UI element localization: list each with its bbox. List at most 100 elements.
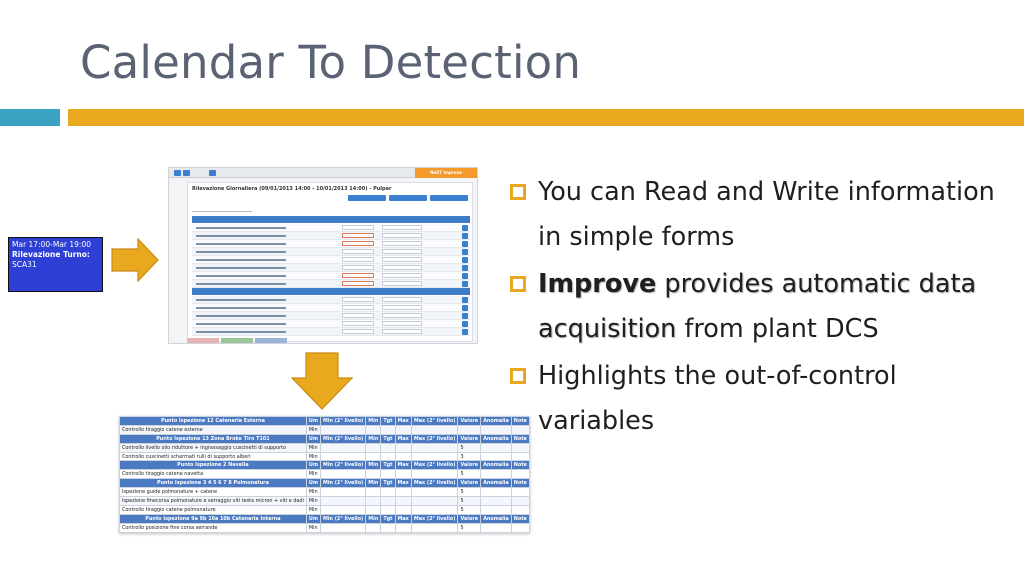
row-min (365, 451, 382, 462)
row-item: Controllo posizione fine corsa serrande (119, 522, 307, 533)
row-item: Controllo tiraggio catene navetta (119, 469, 307, 480)
row-max (394, 504, 412, 515)
form-row (192, 224, 470, 232)
bullet-item: Improve provides automatic data acquisit… (510, 262, 1010, 351)
row-anomalia (480, 469, 512, 480)
row-tgt (380, 496, 396, 506)
bullet-text: You can Read and Write information in si… (538, 177, 995, 252)
row-min2 (319, 469, 367, 480)
table-row[interactable]: Controllo livello olio riduttore + ingra… (119, 442, 530, 453)
row-min2 (319, 442, 367, 453)
form-action-button (389, 195, 427, 201)
form-row (192, 280, 470, 288)
row-max2 (410, 442, 459, 453)
row-valore[interactable]: 5 (457, 487, 482, 498)
row-max2 (410, 504, 459, 515)
column-header: Min (2° livello) (319, 478, 367, 489)
column-header: Min (2° livello) (319, 433, 367, 444)
row-item: Controllo tiraggio catene esterne (119, 424, 307, 435)
row-note[interactable] (510, 451, 530, 462)
row-valore[interactable]: 5 (457, 469, 482, 480)
row-min (365, 424, 382, 435)
row-min (365, 469, 382, 480)
row-note[interactable] (510, 487, 530, 498)
section-name: Punto Ispezione 2 Navella (119, 460, 307, 471)
bullet-square-icon (510, 368, 526, 384)
row-tgt (380, 504, 396, 515)
row-min2 (319, 504, 367, 515)
row-item: Controllo livello olio riduttore + ingra… (119, 442, 307, 453)
row-max2 (410, 496, 459, 506)
row-um: Min (305, 451, 321, 462)
column-header: Valore (457, 478, 482, 489)
row-max (394, 451, 412, 462)
row-min (365, 504, 382, 515)
row-max2 (410, 469, 459, 480)
table-row[interactable]: Ispezione finecorsa polmonature e serrag… (119, 496, 530, 506)
row-um: Min (305, 504, 321, 515)
bullet-text: Highlights the out-of-control variables (538, 361, 897, 436)
row-valore[interactable]: 5 (457, 442, 482, 453)
arrow-right-icon (111, 238, 159, 282)
form-table-header (192, 288, 470, 295)
column-header: Anomalia (480, 478, 512, 489)
accent-bar-blue (0, 109, 60, 126)
section-name: Punto Ispezione 3 4 5 6 7 8 Polmonatura (119, 478, 307, 489)
row-max (394, 496, 412, 506)
form-footer-tabs (187, 338, 287, 343)
row-um: Min (305, 469, 321, 480)
column-header: Min (365, 416, 382, 426)
column-header: Note (510, 460, 530, 471)
section-header-row: Punto Ispezione 9a 9b 10a 10b Catenaria … (119, 513, 530, 524)
form-panel: Rilevazione Giornaliera (09/01/2013 14:0… (187, 182, 473, 342)
row-item: Controllo tiraggio catene polmonature (119, 504, 307, 515)
row-valore[interactable] (457, 424, 482, 435)
arrow-down-icon (291, 352, 353, 410)
bullet-item: You can Read and Write information in si… (510, 170, 1010, 259)
row-note[interactable] (510, 496, 530, 506)
row-anomalia (480, 496, 512, 506)
column-header: Max (2° livello) (410, 478, 459, 489)
form-action-button (348, 195, 386, 201)
row-min2 (319, 487, 367, 498)
form-row (192, 264, 470, 272)
row-um: Min (305, 487, 321, 498)
column-header: Valore (457, 416, 482, 426)
column-header: Valore (457, 433, 482, 444)
table-row[interactable]: Controllo cuscinetti schermati rulli di … (119, 451, 530, 462)
form-row (192, 296, 470, 304)
row-valore[interactable]: 3 (457, 451, 482, 462)
row-valore[interactable]: 5 (457, 496, 482, 506)
bullet-text: Improve (538, 269, 657, 299)
column-header: Valore (457, 460, 482, 471)
calendar-event-block[interactable]: Mar 17:00-Mar 19:00 Rilevazione Turno: S… (8, 237, 103, 292)
row-max2 (410, 522, 459, 533)
form-row (192, 328, 470, 336)
row-note[interactable] (510, 504, 530, 515)
row-valore[interactable]: 5 (457, 522, 482, 533)
calendar-event-code: SCA31 (12, 260, 37, 269)
bullet-square-icon (510, 184, 526, 200)
column-header: Max (2° livello) (410, 416, 459, 426)
form-toolbar: NeXT Improve (169, 168, 477, 178)
column-header: Um (305, 433, 321, 444)
row-note[interactable] (510, 469, 530, 480)
row-note[interactable] (510, 522, 530, 533)
calendar-event-time: Mar 17:00-Mar 19:00 (12, 240, 92, 249)
form-row (192, 312, 470, 320)
row-valore[interactable]: 5 (457, 504, 482, 515)
row-min (365, 496, 382, 506)
row-min2 (319, 424, 367, 435)
row-min2 (319, 522, 367, 533)
row-tgt (380, 487, 396, 498)
bullet-text: from plant DCS (676, 313, 879, 344)
